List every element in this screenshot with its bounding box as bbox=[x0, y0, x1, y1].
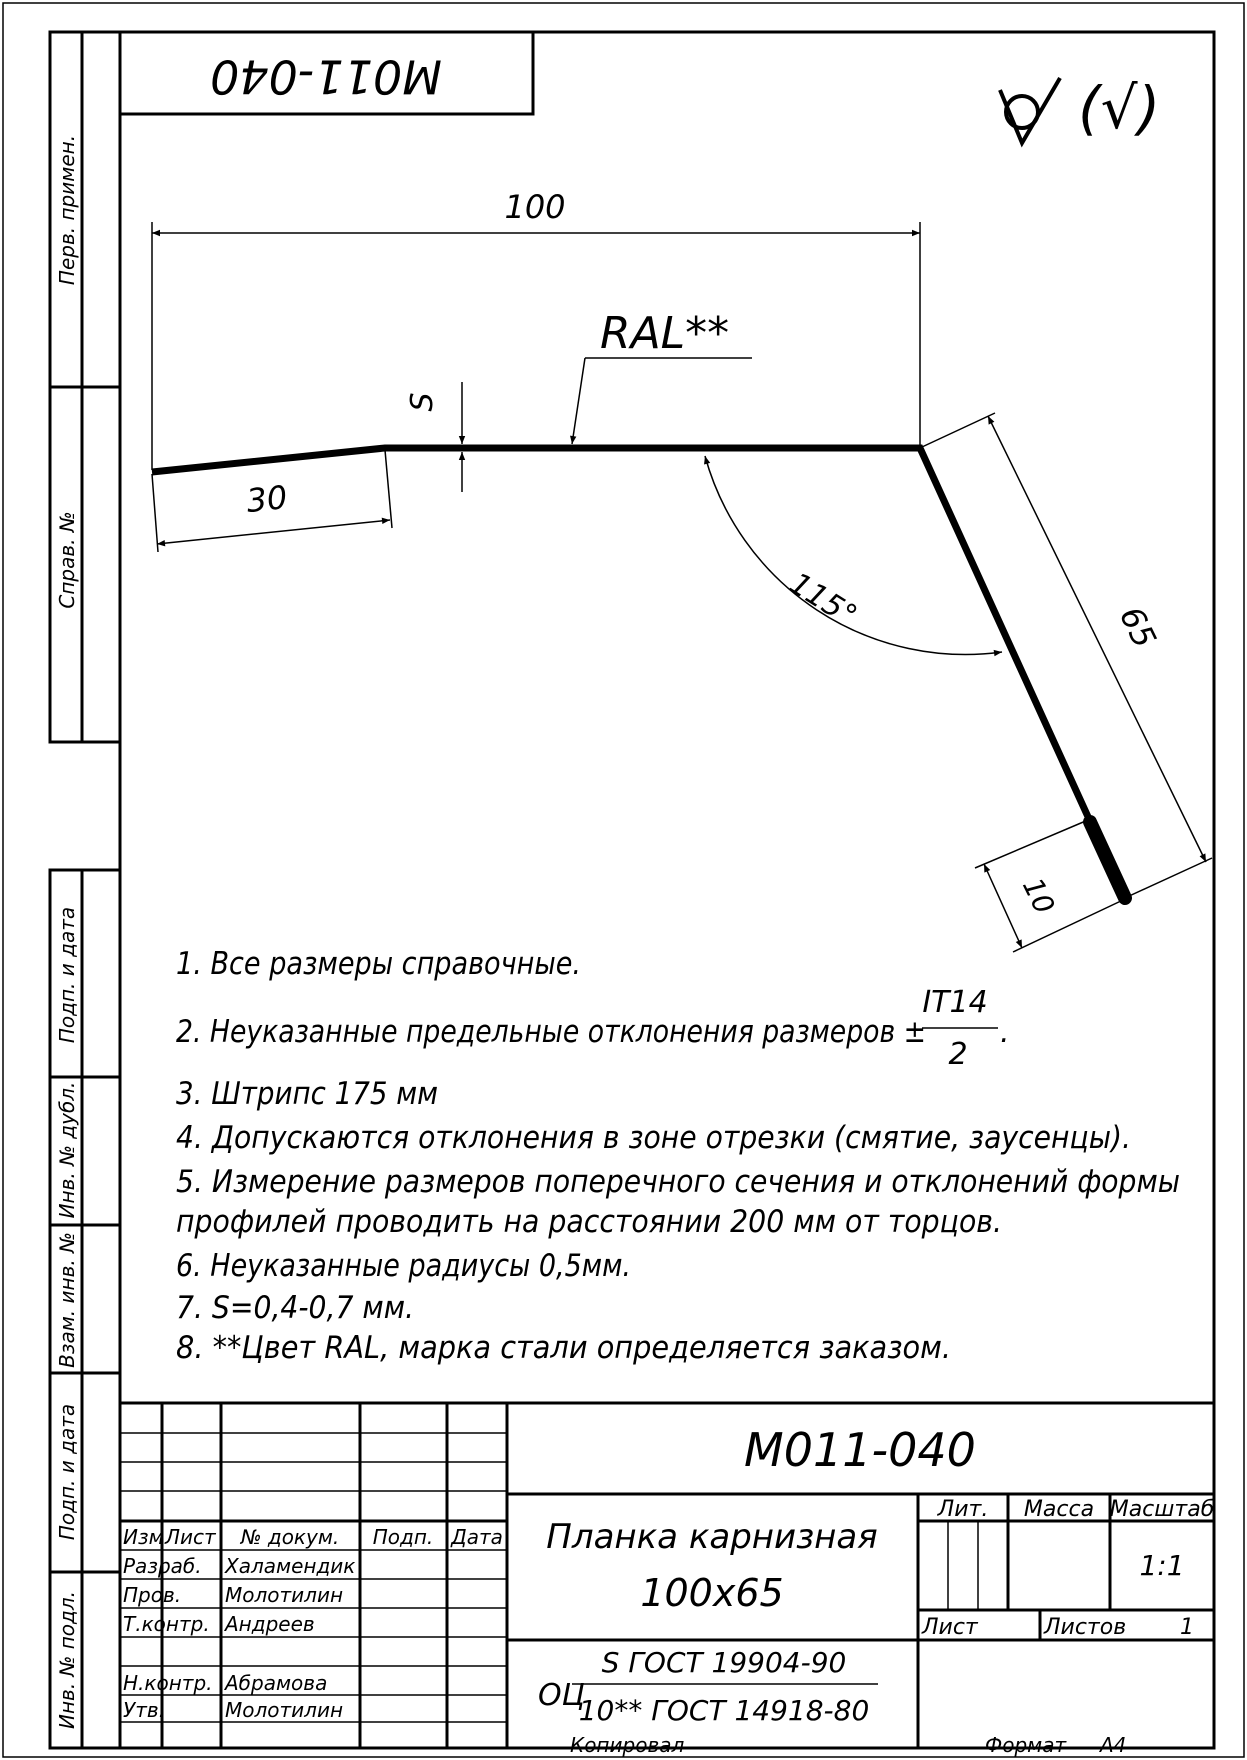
tb-name-1: Халамендик bbox=[224, 1554, 355, 1578]
note-2: 2. Неуказанные предельные отклонения раз… bbox=[176, 1014, 926, 1050]
part-profile bbox=[151, 444, 1129, 900]
tb-role-3: Т.контр. bbox=[123, 1612, 210, 1636]
note-5-cont: профилей проводить на расстоянии 200 мм … bbox=[176, 1204, 1002, 1240]
coating-label: RAL** bbox=[600, 308, 729, 359]
tb-header-doc: № докум. bbox=[240, 1525, 340, 1549]
side-label-sprav: Справ. № bbox=[55, 511, 79, 608]
side-label-podp-2: Подп. и дата bbox=[55, 1404, 79, 1540]
tb-role-4: Н.контр. bbox=[123, 1671, 213, 1695]
note-6: 6. Неуказанные радиусы 0,5мм. bbox=[176, 1248, 631, 1284]
tb-mass-label: Масса bbox=[1024, 1497, 1094, 1522]
tb-designation: М011-040 bbox=[744, 1423, 976, 1477]
dimension-10-label: 10 bbox=[1016, 873, 1061, 919]
tb-role-2: Пров. bbox=[123, 1583, 181, 1607]
side-label-vzam: Взам. инв. № bbox=[55, 1232, 79, 1368]
tb-material-bottom: 10** ГОСТ 14918-80 bbox=[579, 1694, 870, 1727]
dimension-30 bbox=[151, 449, 393, 553]
tb-name-4: Абрамова bbox=[223, 1671, 327, 1695]
tb-scale-value: 1:1 bbox=[1139, 1549, 1184, 1582]
surface-symbol: (√) bbox=[1078, 74, 1160, 142]
dimension-65-label: 65 bbox=[1112, 601, 1164, 654]
tb-sheet-label: Лист bbox=[921, 1615, 979, 1640]
dimension-angle-arc bbox=[704, 455, 1003, 657]
note-3: 3. Штрипс 175 мм bbox=[176, 1076, 438, 1112]
surface-roughness-icon bbox=[998, 76, 1062, 148]
tb-sheets-value: 1 bbox=[1180, 1615, 1194, 1640]
tb-header-sign: Подп. bbox=[373, 1525, 434, 1549]
dimension-10 bbox=[974, 819, 1124, 953]
part-hem bbox=[1083, 815, 1132, 905]
note-5: 5. Измерение размеров поперечного сечени… bbox=[176, 1164, 1180, 1200]
tb-part-name-1: Планка карнизная bbox=[546, 1517, 877, 1557]
tolerance-suffix: . bbox=[1000, 1015, 1010, 1050]
drawing-code-top: М011-040 bbox=[210, 50, 442, 104]
title-block-text: Изм Лист № докум. Подп. Дата Разраб. Хал… bbox=[123, 1423, 1214, 1727]
ral-leader bbox=[570, 357, 752, 445]
side-column-labels: Перв. примен. Справ. № Подп. и дата Инв.… bbox=[55, 135, 79, 1729]
tb-name-3: Андреев bbox=[223, 1612, 315, 1636]
format-value: А4 bbox=[1098, 1733, 1126, 1757]
side-label-perv: Перв. примен. bbox=[55, 135, 79, 285]
tolerance-numerator: IT14 bbox=[922, 985, 987, 1020]
tb-material-top: S ГОСТ 19904-90 bbox=[602, 1646, 847, 1679]
tb-header-date: Дата bbox=[450, 1525, 503, 1549]
note-1: 1. Все размеры справочные. bbox=[176, 946, 581, 982]
tb-role-1: Разраб. bbox=[123, 1554, 202, 1578]
tb-part-name-2: 100х65 bbox=[640, 1571, 783, 1615]
tb-scale-label: Масштаб bbox=[1110, 1497, 1215, 1522]
tb-sheets-label: Листов bbox=[1043, 1615, 1126, 1640]
dimension-30-label: 30 bbox=[245, 478, 289, 520]
side-label-inv-podl: Инв. № подл. bbox=[55, 1591, 79, 1729]
note-8: 8. **Цвет RAL, марка стали определяется … bbox=[176, 1330, 951, 1366]
note-7: 7. S=0,4-0,7 мм. bbox=[176, 1290, 414, 1326]
note-4: 4. Допускаются отклонения в зоне отрезки… bbox=[176, 1120, 1131, 1156]
side-label-inv-dubl: Инв. № дубл. bbox=[55, 1082, 79, 1219]
tb-role-5: Утв. bbox=[123, 1698, 165, 1722]
side-label-podp-1: Подп. и дата bbox=[55, 907, 79, 1043]
dimension-angle-label: 115° bbox=[783, 566, 863, 634]
title-block bbox=[120, 1401, 1214, 1748]
tolerance-denominator: 2 bbox=[948, 1037, 967, 1072]
dimension-65 bbox=[921, 412, 1213, 898]
dimension-thickness-label: S bbox=[405, 392, 440, 411]
technical-notes: 1. Все размеры справочные. 2. Неуказанны… bbox=[176, 946, 1180, 1366]
copied-label: Копировал bbox=[570, 1733, 684, 1757]
code-box-top bbox=[118, 30, 535, 116]
tb-name-2: Молотилин bbox=[225, 1583, 343, 1607]
tb-header-izm: Изм bbox=[123, 1525, 164, 1549]
tb-header-list: Лист bbox=[164, 1525, 217, 1549]
side-columns bbox=[48, 30, 122, 1750]
dimension-100 bbox=[151, 222, 921, 470]
dimension-100-label: 100 bbox=[504, 188, 565, 226]
tb-lit-label: Лит. bbox=[937, 1497, 989, 1522]
format-label: Формат bbox=[985, 1733, 1067, 1757]
tb-name-5: Молотилин bbox=[225, 1698, 343, 1722]
